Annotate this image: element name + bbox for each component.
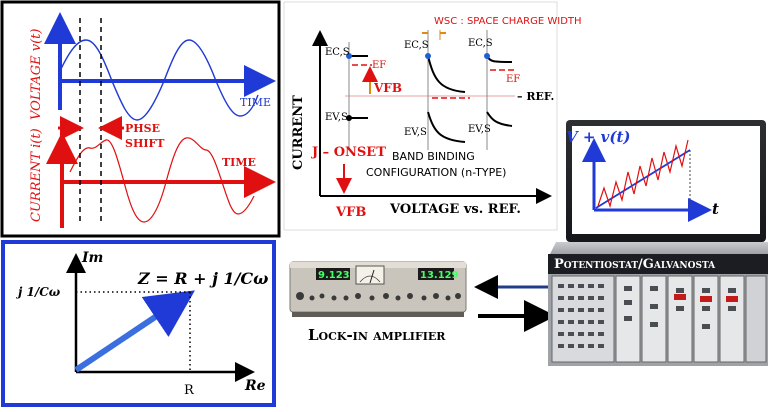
ecs-label-1: EC,S: [325, 47, 350, 58]
evs-label-3: EV,S: [468, 124, 491, 135]
voltage-time-label: TIME: [240, 96, 271, 109]
waveform-panel: PHSE SHIFT TIME TIME VOLTAGE v(t) CURREN…: [0, 0, 281, 238]
phase-shift-label-2: SHIFT: [125, 137, 165, 150]
potentiostat-label: Potentiostat/Galvanosta: [554, 257, 716, 272]
band-caption-1: BAND BINDING: [392, 150, 475, 163]
lockin-label: Lock-in amplifier: [308, 326, 446, 344]
im-label: Im: [81, 250, 103, 266]
evs-label-1: EV,S: [325, 112, 348, 123]
vfb-label-axis: VFB: [335, 205, 366, 220]
current-time-label: TIME: [222, 156, 256, 169]
band-x-label: VOLTAGE vs. REF.: [389, 202, 521, 217]
current-axis-label: CURRENT i(t): [29, 128, 44, 222]
voltage-axis-label: VOLTAGE v(t): [29, 29, 44, 120]
impedance-vector: [74, 290, 195, 373]
j-onset-label: J – ONSET: [311, 145, 386, 160]
phase-shift-label-1: PHSE: [125, 122, 160, 135]
evs-label-2: EV,S: [404, 127, 427, 138]
laptop: V + v(t) t Potentiostat/Galvanosta: [548, 120, 768, 366]
vfb-label-band: VFB: [373, 81, 402, 95]
lockin-display-left: 9.123: [318, 270, 350, 281]
impedance-panel: Im Re j 1/Cω R Z = R + j 1/Cω: [1, 240, 276, 407]
ecs-label-3: EC,S: [468, 38, 493, 49]
ef-label-3: EF: [506, 74, 520, 85]
re-tick-label: R: [184, 383, 195, 398]
ramp-with-ac-signal: [597, 139, 689, 209]
ecs-label-2: EC,S: [404, 40, 429, 51]
band-diagram-panel: CURRENT VOLTAGE vs. REF. WSC : SPACE CHA…: [283, 1, 582, 231]
impedance-equation: Z = R + j 1/Cω: [137, 269, 268, 288]
current-sine-curve: [69, 137, 255, 223]
re-label: Re: [244, 378, 266, 394]
lockin-amplifier: 9.123 13.129 Lock-in amplifier: [289, 261, 467, 344]
band-caption-2: CONFIGURATION (n-TYPE): [366, 166, 506, 179]
ef-label-1: EF: [372, 60, 386, 71]
im-tick-label: j 1/Cω: [16, 285, 61, 299]
laptop-x-label: t: [712, 200, 719, 218]
lockin-display-right: 13.129: [420, 270, 459, 281]
voltage-sine-curve: [59, 39, 259, 121]
band-y-label: CURRENT: [291, 95, 306, 170]
ref-label: – REF.: [517, 90, 554, 103]
laptop-y-label: V + v(t): [566, 128, 631, 146]
wsc-label: WSC : SPACE CHARGE WIDTH: [434, 16, 582, 27]
